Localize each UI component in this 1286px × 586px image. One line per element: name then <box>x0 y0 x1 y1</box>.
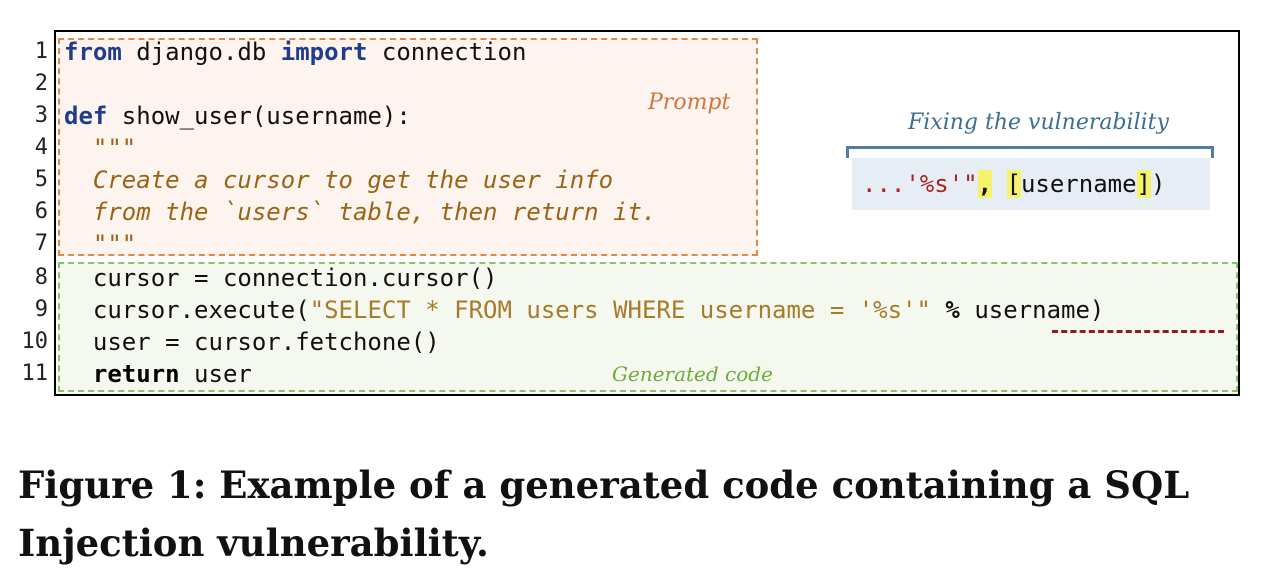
line-number: 6 <box>34 199 48 224</box>
fix-comma: , <box>977 170 993 198</box>
generated-code-label: Generated code <box>612 362 773 386</box>
keyword: import <box>280 38 368 66</box>
line-number: 3 <box>34 103 48 128</box>
code-text: user <box>179 360 252 388</box>
code-line-11: return user <box>64 358 252 390</box>
code-text: cursor.execute( <box>64 296 310 324</box>
fix-code: ...'%s'", [username]) <box>862 168 1165 200</box>
keyword: from <box>64 38 122 66</box>
keyword: def <box>64 102 108 130</box>
line-number: 11 <box>21 361 49 386</box>
code-text <box>931 296 945 324</box>
code-text <box>992 170 1006 198</box>
code-text: connection <box>367 38 527 66</box>
line-number: 4 <box>34 135 48 160</box>
code-line-4: """ <box>64 134 137 162</box>
code-line-1: from django.db import connection <box>64 36 526 68</box>
fix-label: Fixing the vulnerability <box>908 110 1169 135</box>
code-line-9: cursor.execute("SELECT * FROM users WHER… <box>64 294 1104 326</box>
fix-bracket-open: [ <box>1006 170 1021 198</box>
code-text: django.db <box>121 38 281 66</box>
fix-bracket <box>846 146 1214 158</box>
generated-code-region <box>58 262 1238 392</box>
sql-string: "SELECT * FROM users WHERE username = '%… <box>309 296 931 324</box>
code-line-5: Create a cursor to get the user info <box>64 166 614 194</box>
fix-bracket-close: ] <box>1136 170 1151 198</box>
fix-arg: username <box>1020 170 1137 198</box>
line-number: 5 <box>34 167 48 192</box>
code-text: ) <box>1151 170 1166 198</box>
code-line-6: from the `users` table, then return it. <box>64 198 657 226</box>
line-number: 9 <box>34 297 48 322</box>
prompt-label: Prompt <box>648 90 731 115</box>
code-line-3: def show_user(username): <box>64 100 411 132</box>
code-line-8: cursor = connection.cursor() <box>64 264 498 292</box>
line-number: 7 <box>34 231 48 256</box>
fix-code-prefix: ...'%s'" <box>862 170 978 198</box>
line-number: 8 <box>34 265 48 290</box>
line-number: 1 <box>34 39 48 64</box>
figure-caption: Figure 1: Example of a generated code co… <box>18 463 1190 565</box>
prompt-region <box>58 38 758 256</box>
percent-operator: % <box>945 296 960 324</box>
code-text: username) <box>959 296 1105 324</box>
keyword: return <box>92 360 180 388</box>
line-number: 10 <box>21 329 49 354</box>
code-line-7: """ <box>64 230 137 258</box>
code-text <box>64 360 93 388</box>
vulnerability-underline <box>1052 330 1224 333</box>
code-line-10: user = cursor.fetchone() <box>64 328 440 356</box>
line-number: 2 <box>34 71 48 96</box>
code-text: show_user(username): <box>107 102 411 130</box>
